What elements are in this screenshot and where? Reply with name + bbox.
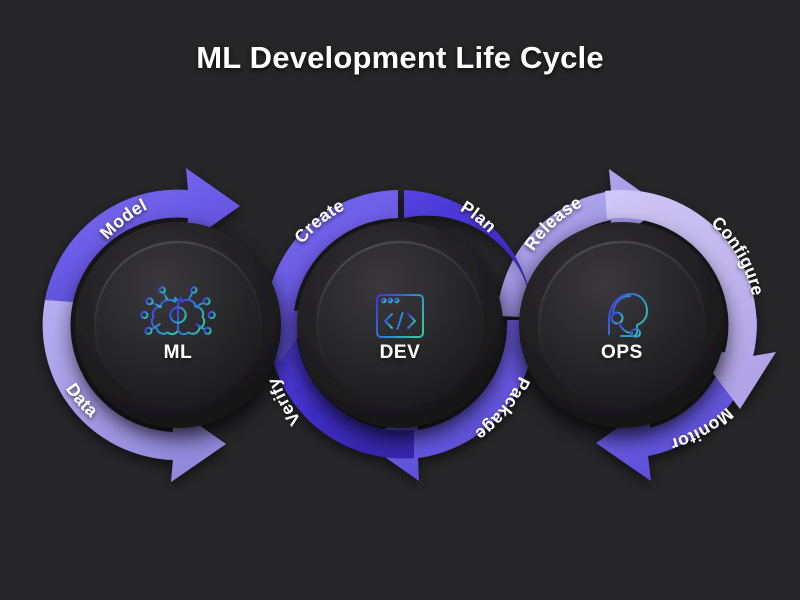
ai-brain-circuit-icon [140,286,216,336]
arrow-segment-monitor[interactable] [596,318,758,481]
code-window-icon [376,294,424,338]
arrow-segment-configure[interactable] [605,189,776,409]
hub-label-dev: DEV [380,342,421,363]
hub-label-ml: ML [164,342,193,363]
hub-ml[interactable]: ML [75,222,281,428]
hub-dev[interactable]: DEV [297,222,503,428]
cycle-ops-ribbons [497,169,776,481]
page-title: ML Development Life Cycle [196,40,604,75]
hub-label-ops: OPS [601,342,643,363]
cycle-dev-ribbons [243,190,536,481]
cycle-ml-ribbons [42,168,240,482]
arrow-segment-model[interactable] [45,168,240,302]
arrow-segment-create[interactable] [243,190,398,362]
arrow-segment-plan[interactable] [404,190,533,312]
headset-support-icon [608,293,648,338]
hub-ops[interactable]: OPS [519,222,725,428]
arrow-segment-data[interactable] [42,300,226,482]
